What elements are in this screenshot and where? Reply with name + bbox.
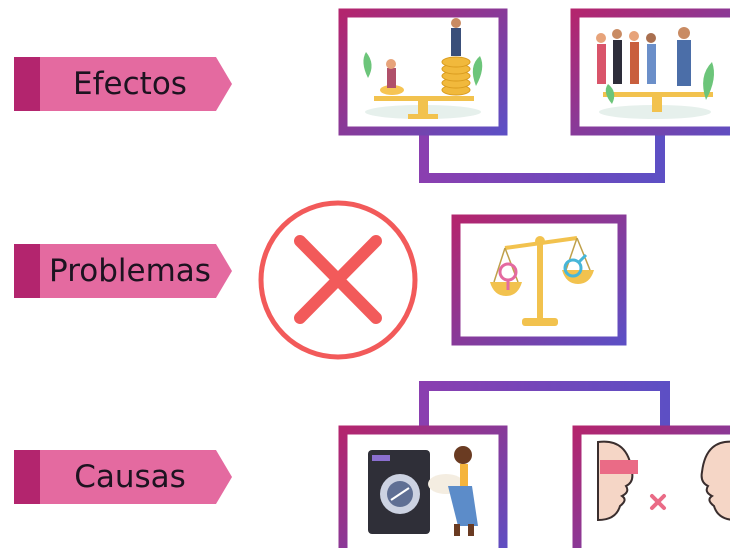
frame-efectos-right [570, 8, 730, 136]
label-efectos-text: Efectos [73, 66, 187, 102]
woman-laundry-illustration [368, 446, 478, 536]
label-causas: Causas [14, 450, 232, 504]
label-causas-text: Causas [74, 459, 186, 495]
label-problemas: Problemas [14, 244, 232, 298]
frame-causas-right [572, 425, 730, 548]
frame-efectos-left [338, 8, 508, 136]
income-inequality-illustration [363, 18, 483, 119]
gender-balance-people-illustration [596, 27, 714, 119]
red-x-circle-icon [258, 200, 418, 360]
label-problemas-text: Problemas [49, 253, 211, 289]
faces-communication-barrier-illustration [597, 440, 730, 522]
gender-balance-scale-icon [490, 236, 594, 326]
frame-problema [451, 214, 627, 346]
label-efectos: Efectos [14, 57, 232, 111]
frame-causas-left [338, 425, 508, 548]
connector-lines [419, 132, 670, 430]
